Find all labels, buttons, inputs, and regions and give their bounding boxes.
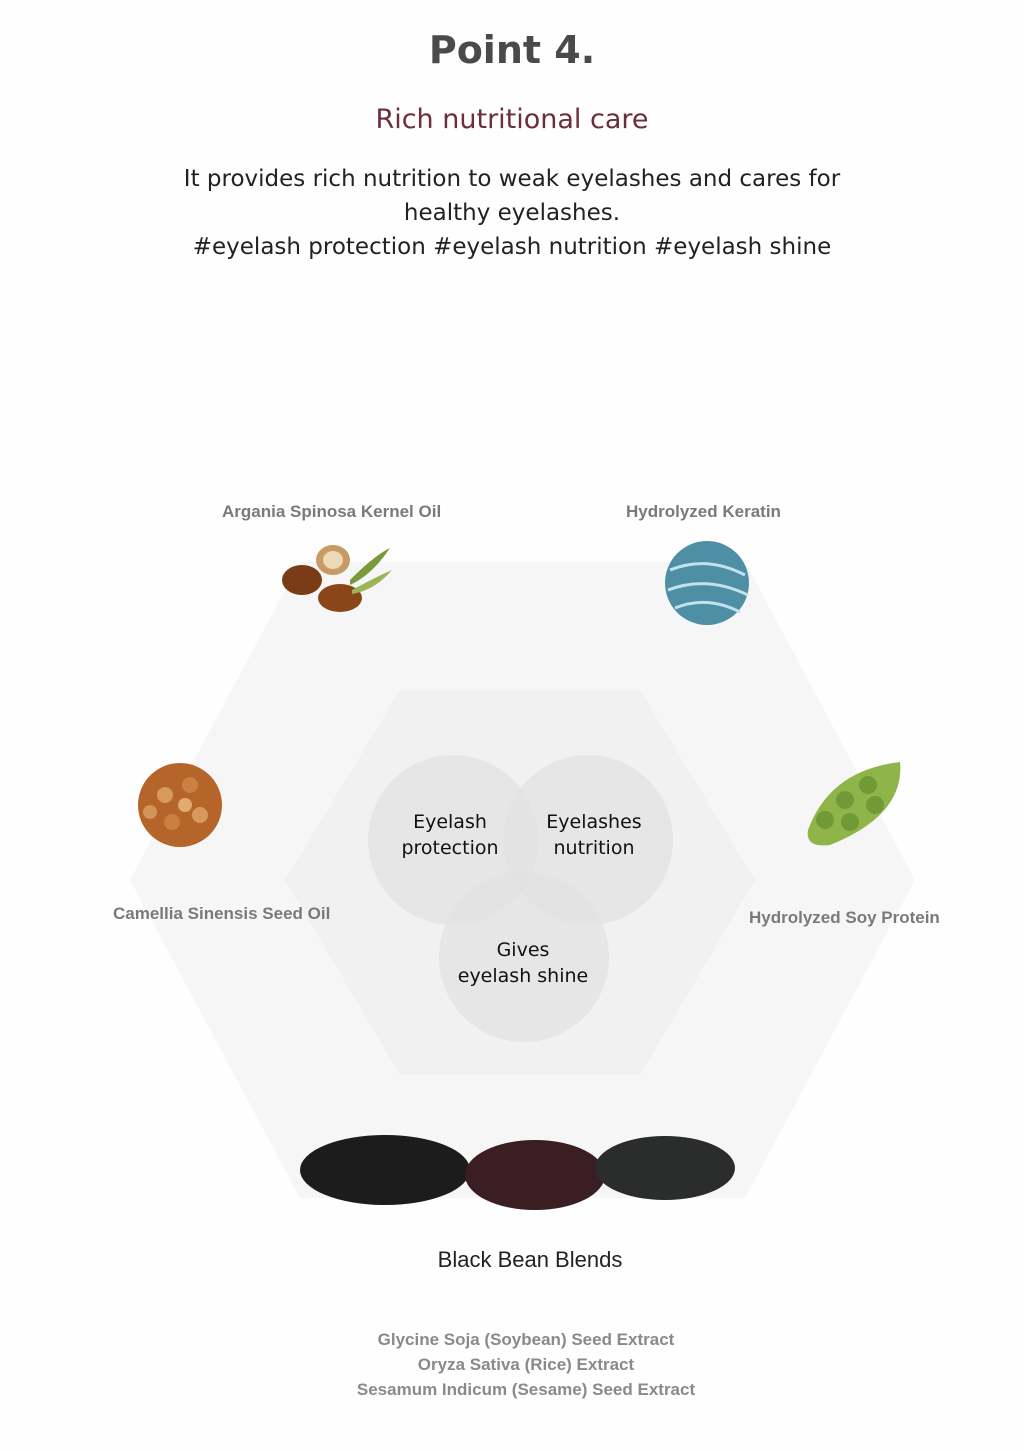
description-line: It provides rich nutrition to weak eyela… xyxy=(183,166,841,192)
benefit-line: Gives xyxy=(496,939,550,961)
blend-list-item: Sesamum Indicum (Sesame) Seed Extract xyxy=(356,1380,696,1399)
black-bean-blends-label: Black Bean Blends xyxy=(437,1247,623,1272)
blend-list-item: Glycine Soja (Soybean) Seed Extract xyxy=(377,1330,675,1349)
black-bean-blend-image xyxy=(300,1135,735,1210)
ingredient-label-keratin: Hydrolyzed Keratin xyxy=(626,502,781,521)
ingredient-label-argan: Argania Spinosa Kernel Oil xyxy=(222,502,442,521)
blend-list-item: Oryza Sativa (Rice) Extract xyxy=(417,1355,635,1374)
benefit-nutrition: Eyelashes nutrition xyxy=(509,809,679,861)
subtitle: Rich nutritional care xyxy=(375,104,649,135)
benefit-line: Eyelash xyxy=(413,811,487,833)
description-line: healthy eyelashes. xyxy=(403,200,621,226)
hashtags: #eyelash protection #eyelash nutrition #… xyxy=(192,234,832,260)
benefit-shine: Gives eyelash shine xyxy=(438,937,608,989)
benefit-line: nutrition xyxy=(553,837,635,859)
ingredient-label-camellia: Camellia Sinensis Seed Oil xyxy=(113,904,331,923)
camellia-seeds-image xyxy=(138,763,222,847)
page-title: Point 4. xyxy=(428,28,596,72)
benefit-line: protection xyxy=(401,837,499,859)
ingredient-label-soy: Hydrolyzed Soy Protein xyxy=(749,908,940,927)
benefit-line: Eyelashes xyxy=(546,811,642,833)
soy-pea-image xyxy=(807,762,901,846)
benefit-line: eyelash shine xyxy=(457,965,589,987)
argan-nut-image xyxy=(282,545,392,612)
benefit-protection: Eyelash protection xyxy=(365,809,535,861)
venn-circle-shine xyxy=(439,872,609,1042)
